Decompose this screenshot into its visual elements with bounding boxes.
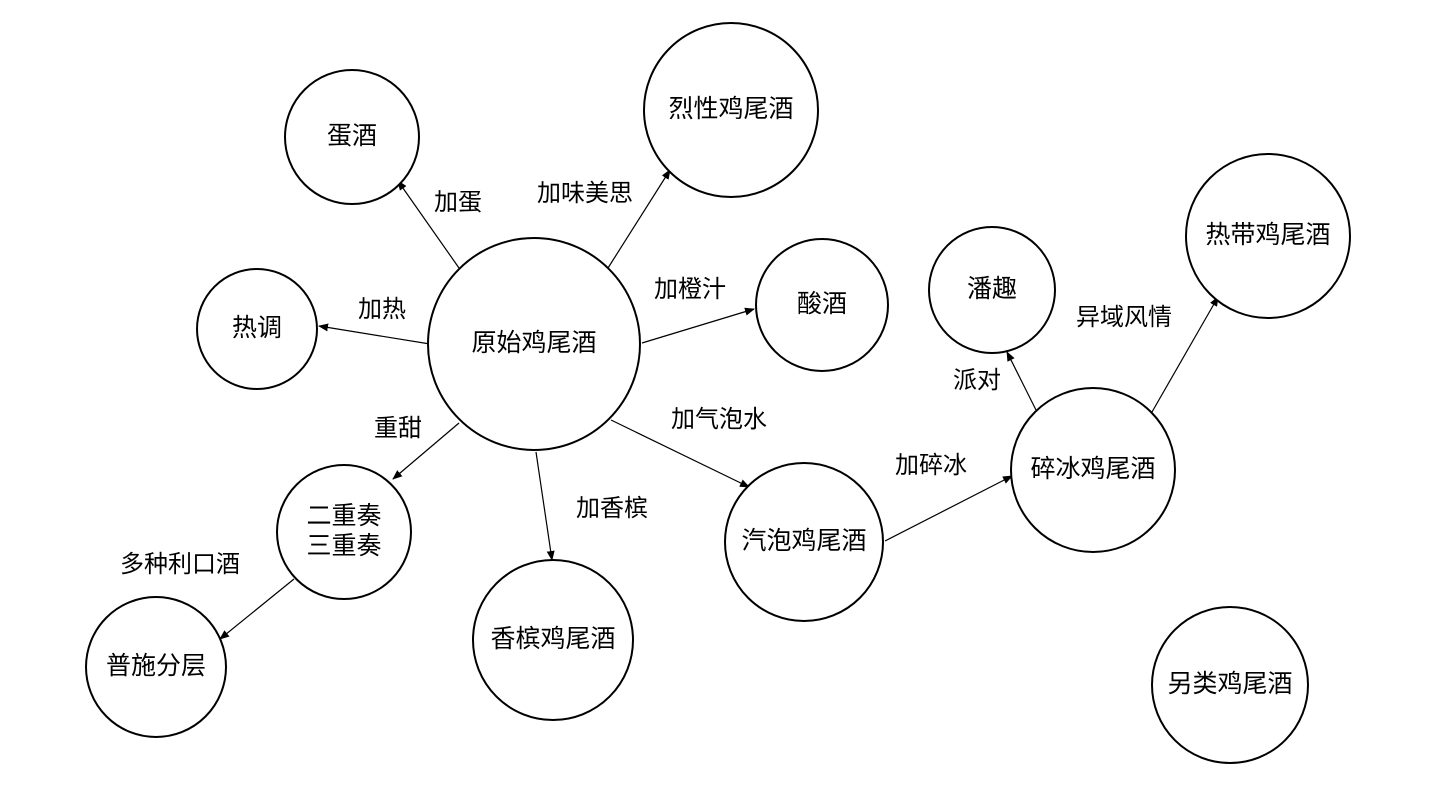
node-label-champagne: 香槟鸡尾酒: [490, 624, 615, 653]
node-circle-alternative: [1151, 606, 1309, 764]
node-sparkling: 汽泡鸡尾酒: [724, 462, 884, 622]
edge-label-duet-to-layered: 多种利口酒: [120, 550, 240, 578]
node-origin: 原始鸡尾酒: [427, 237, 641, 451]
edges-layer: [219, 169, 1219, 640]
node-circle-duet: [276, 464, 412, 600]
edge-origin-to-hot: [318, 323, 431, 345]
edge-label-origin-to-champagne: 加香槟: [576, 494, 648, 522]
node-label-duet-0: 二重奏: [306, 501, 381, 530]
node-alternative: 另类鸡尾酒: [1151, 606, 1309, 764]
node-label-egg: 蛋酒: [327, 121, 377, 150]
edge-label-sparkling-to-crushed: 加碎冰: [895, 451, 967, 479]
edge-label-crushed-to-tropical: 异域风情: [1076, 303, 1172, 331]
edge-label-origin-to-strong: 加味美思: [537, 179, 633, 207]
edge-crushed-to-tropical: [1151, 296, 1219, 413]
node-circle-tropical: [1185, 153, 1351, 319]
node-label-crushed: 碎冰鸡尾酒: [1030, 454, 1155, 483]
node-party: 潘趣: [928, 226, 1056, 354]
edge-sparkling-to-crushed: [884, 475, 1013, 542]
edge-origin-to-champagne: [535, 451, 555, 561]
node-circle-origin: [427, 237, 641, 451]
edge-label-origin-to-egg: 加蛋: [434, 188, 482, 216]
edge-origin-to-sour: [641, 307, 755, 344]
node-egg: 蛋酒: [284, 69, 420, 205]
edge-label-origin-to-sour: 加橙汁: [654, 275, 726, 303]
node-label-sour: 酸酒: [797, 289, 847, 318]
node-label-strong: 烈性鸡尾酒: [668, 94, 793, 123]
node-circle-layered: [85, 596, 227, 738]
node-tropical: 热带鸡尾酒: [1185, 153, 1351, 319]
node-label-origin: 原始鸡尾酒: [471, 328, 596, 357]
node-label-tropical: 热带鸡尾酒: [1205, 220, 1330, 249]
edge-origin-to-strong: [607, 169, 671, 269]
edge-label-origin-to-hot: 加热: [358, 295, 406, 323]
edge-duet-to-layered: [219, 578, 295, 640]
node-circle-party: [928, 226, 1056, 354]
node-circle-hot: [196, 268, 318, 390]
node-hot: 热调: [196, 268, 318, 390]
node-circle-champagne: [472, 559, 634, 721]
edge-origin-to-sparkling: [610, 419, 750, 488]
node-circle-strong: [643, 22, 819, 198]
edge-label-origin-to-sparkling: 加气泡水: [671, 405, 767, 433]
node-label-duet-1: 三重奏: [306, 531, 381, 560]
edge-label-crushed-to-party: 派对: [953, 366, 1001, 394]
edge-crushed-to-party: [1006, 351, 1037, 411]
node-circle-egg: [284, 69, 420, 205]
node-label-sparkling: 汽泡鸡尾酒: [741, 526, 866, 555]
node-label-party: 潘趣: [967, 274, 1017, 303]
node-label-layered: 普施分层: [106, 651, 206, 680]
edge-origin-to-duet: [392, 422, 460, 480]
node-layered: 普施分层: [85, 596, 227, 738]
node-sour: 酸酒: [755, 238, 889, 372]
node-circle-sour: [755, 238, 889, 372]
edge-origin-to-egg: [397, 180, 460, 269]
node-label-hot: 热调: [232, 313, 282, 342]
node-strong: 烈性鸡尾酒: [643, 22, 819, 198]
node-label-alternative: 另类鸡尾酒: [1167, 669, 1292, 698]
node-crushed: 碎冰鸡尾酒: [1010, 387, 1176, 553]
edge-label-origin-to-duet: 重甜: [374, 414, 422, 442]
node-circle-crushed: [1010, 387, 1176, 553]
node-circle-sparkling: [724, 462, 884, 622]
node-champagne: 香槟鸡尾酒: [472, 559, 634, 721]
